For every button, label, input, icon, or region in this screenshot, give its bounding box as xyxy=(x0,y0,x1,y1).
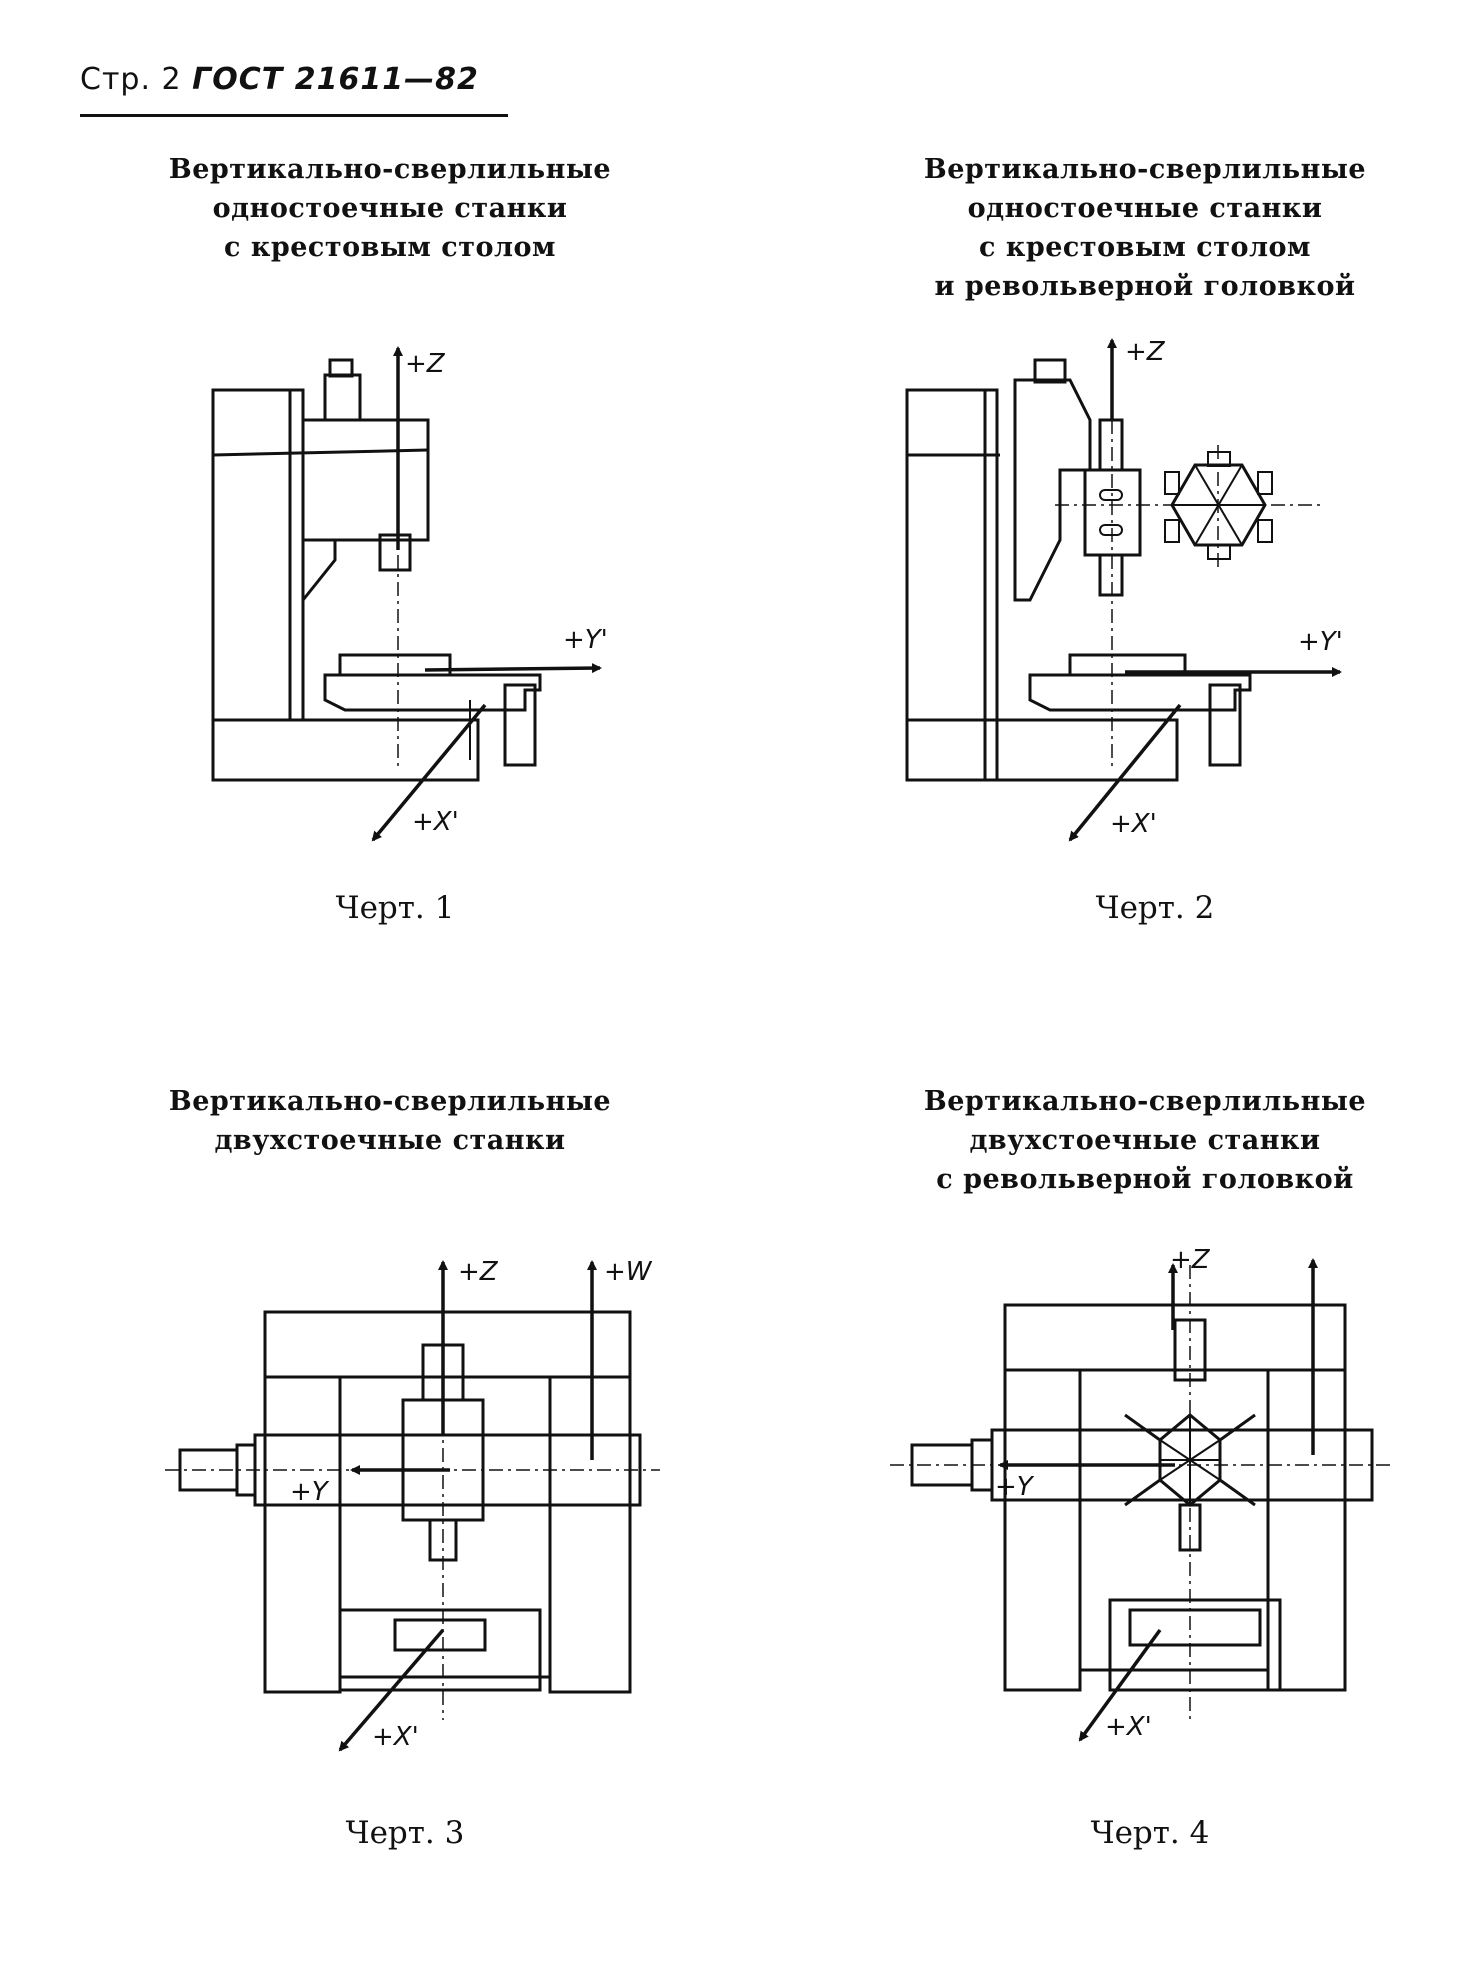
axis-y-label: +Y' xyxy=(1298,627,1343,657)
axis-x-label: +X' xyxy=(1105,1712,1152,1742)
figure-3-drawing: +Z +W +Y +X' xyxy=(165,1257,660,1752)
axis-y-label: +Y' xyxy=(563,625,608,655)
figure-4-caption: Вертикально-сверлильные двухстоечные ста… xyxy=(923,1086,1367,1195)
axis-x-arrow xyxy=(1068,703,1182,842)
axis-y-label: +Y xyxy=(290,1477,330,1507)
figure-1-drawing: +Z +Y' +X' xyxy=(211,346,608,842)
figure-4-label: Черт. 4 xyxy=(1090,1815,1210,1851)
figure-2-caption: Вертикально-сверлильные одностоечные ста… xyxy=(923,154,1367,302)
header-rule xyxy=(80,114,508,117)
axis-z-label: +Z xyxy=(458,1257,499,1287)
figure-2-label: Черт. 2 xyxy=(1095,890,1215,926)
figure-3-label: Черт. 3 xyxy=(345,1815,465,1851)
axis-x-label: +X' xyxy=(1110,809,1157,839)
axis-z-label: +Z xyxy=(405,349,446,379)
axis-x-label: +X' xyxy=(412,807,459,837)
figure-2-drawing: +Z +Y' +X' xyxy=(905,337,1343,842)
axis-x-arrow xyxy=(371,703,487,842)
figure-1-label: Черт. 1 xyxy=(335,890,455,926)
axis-x-arrow xyxy=(1078,1628,1162,1742)
axis-z-label: +Z xyxy=(1125,337,1166,367)
page-number: Стр. 2 xyxy=(80,62,182,97)
page-header: Стр. 2 ГОСТ 21611—82 xyxy=(80,62,510,118)
axis-y-label: +Y xyxy=(995,1472,1035,1502)
figure-3-caption: Вертикально-сверлильные двухстоечные ста… xyxy=(168,1086,612,1156)
axis-y-arrow xyxy=(424,663,602,674)
figure-4-drawing: +Z +Y +X' xyxy=(890,1245,1390,1742)
axis-w-label: +W xyxy=(604,1257,653,1287)
axis-x-arrow xyxy=(338,1628,445,1752)
figure-1-caption: Вертикально-сверлильные одностоечные ста… xyxy=(168,154,612,263)
axis-x-label: +X' xyxy=(372,1722,419,1752)
standard-number: ГОСТ 21611—82 xyxy=(192,62,479,97)
axis-z-label: +Z xyxy=(1170,1245,1211,1275)
